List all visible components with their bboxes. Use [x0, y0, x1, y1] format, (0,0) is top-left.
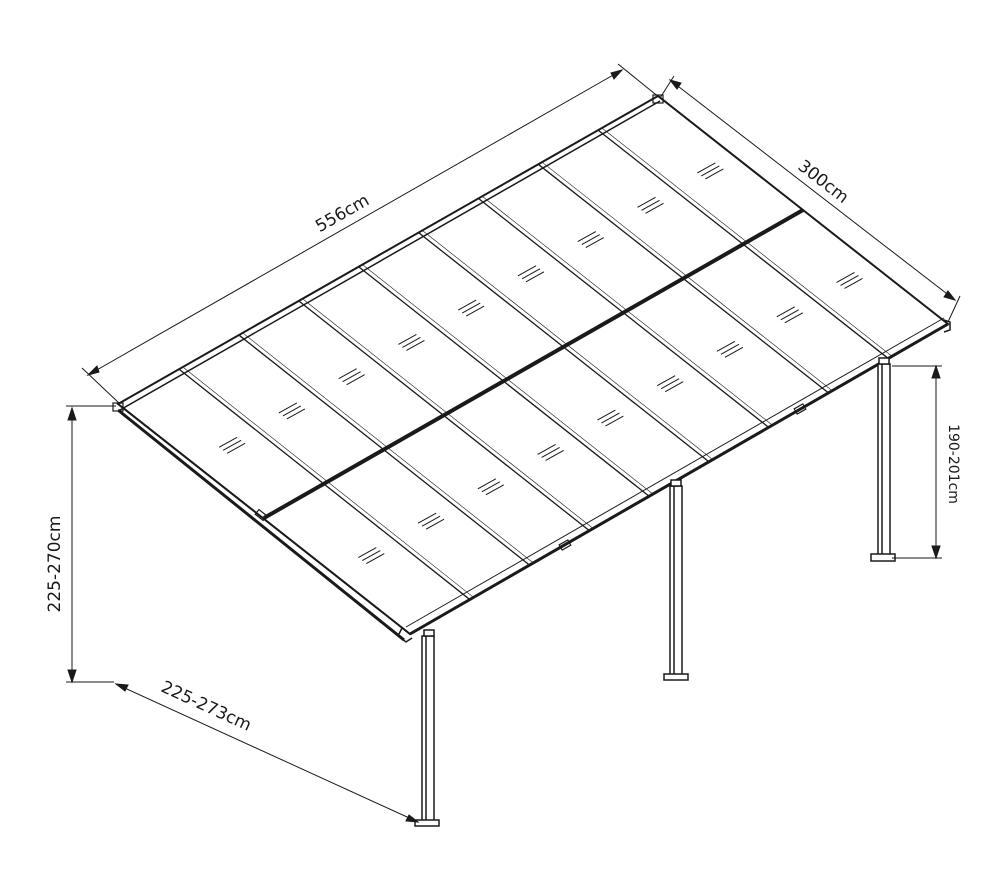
- front-height-label: 190-201cm: [945, 424, 961, 504]
- glass-glint: [724, 346, 744, 358]
- length-arrow-left: [86, 365, 100, 376]
- glass-glint: [577, 231, 596, 242]
- glass-glint: [844, 278, 863, 289]
- front-gutter: [409, 322, 949, 636]
- depth-dim-line: [669, 79, 956, 301]
- post-cap-left: [423, 629, 435, 637]
- glass-glint: [597, 409, 616, 421]
- glass-glint: [776, 306, 795, 318]
- glass-glint: [402, 336, 421, 348]
- glass-glint: [836, 272, 855, 283]
- post-middle: [663, 485, 689, 681]
- wall-height-arrow-top: [67, 406, 77, 421]
- glass-glint: [716, 340, 736, 352]
- glass-reflections: [218, 162, 863, 565]
- ridge-beam: [119, 100, 661, 411]
- post-right: [870, 363, 896, 562]
- glass-glint: [637, 196, 656, 208]
- glass-glint: [705, 168, 724, 180]
- gutter-joint-right: [793, 403, 807, 415]
- glass-glint: [660, 378, 680, 390]
- post-cap-middle: [670, 479, 682, 487]
- glass-glint: [465, 305, 485, 317]
- glass-glint: [278, 402, 298, 414]
- front-gutter-inner: [405, 317, 945, 628]
- glass-glint: [605, 415, 624, 427]
- wall-height-arrow-bottom: [67, 669, 77, 684]
- glass-glint: [477, 478, 497, 490]
- glass-glint: [421, 515, 441, 527]
- side-gutter-left-inner: [123, 407, 409, 633]
- glass-glint: [366, 553, 385, 565]
- glass-glint: [362, 550, 381, 562]
- glass-glint: [417, 512, 437, 524]
- depth-ext-top: [659, 75, 675, 99]
- glass-glint: [425, 518, 445, 530]
- corner-bracket-right: [943, 319, 951, 333]
- posts: [414, 357, 896, 827]
- glass-glint: [282, 405, 302, 417]
- glass-glint: [581, 234, 600, 245]
- glass-glint: [406, 339, 425, 351]
- panel-center-beam: [263, 208, 804, 520]
- side-gutter-joint: [254, 508, 268, 522]
- gutter-joint-mid: [558, 539, 572, 551]
- depth-ext-bottom: [947, 295, 961, 323]
- glass-glint: [784, 312, 803, 324]
- dimension-labels: 556cm 300cm 225-270cm 190-201cm 225-273c…: [45, 156, 961, 735]
- glass-glint: [342, 371, 361, 383]
- glass-glint: [525, 271, 545, 283]
- glass-glint: [701, 165, 720, 177]
- glass-glint: [585, 237, 604, 248]
- depth-arrow-top: [668, 79, 682, 90]
- glass-glint: [664, 381, 684, 393]
- glass-glint: [541, 446, 560, 458]
- side-gutter-left: [117, 408, 405, 642]
- slope-dim-line: [115, 683, 419, 823]
- glass-glint: [358, 547, 377, 559]
- glass-glint: [656, 375, 676, 387]
- wall-bracket-left: [112, 402, 124, 412]
- slope-span-label: 225-273cm: [158, 677, 254, 736]
- glass-glint: [601, 412, 620, 424]
- glass-glint: [338, 368, 357, 380]
- dimension-lines: [66, 63, 961, 823]
- depth-arrow-bottom: [943, 290, 957, 301]
- glass-glint: [521, 268, 541, 280]
- glass-glint: [780, 309, 799, 321]
- glass-glint: [645, 202, 664, 214]
- wall-bracket-right: [652, 94, 664, 104]
- glass-glint: [720, 343, 740, 355]
- length-arrow-right: [610, 69, 624, 80]
- post-left: [414, 635, 440, 827]
- glass-glint: [641, 199, 660, 211]
- glass-glint: [346, 374, 365, 386]
- length-ext-left: [81, 367, 121, 405]
- glass-glint: [697, 162, 716, 174]
- glass-glint: [481, 481, 501, 493]
- front-height-arrow-bottom: [931, 545, 941, 560]
- glass-glint: [457, 299, 477, 311]
- glass-glint: [545, 449, 564, 461]
- glass-glint: [840, 275, 859, 286]
- glass-glint: [226, 442, 246, 454]
- wall-height-label: 225-270cm: [45, 516, 65, 613]
- length-dim-line: [87, 69, 623, 376]
- glass-glint: [485, 484, 505, 496]
- length-ext-right: [617, 63, 661, 99]
- slope-arrow-left: [114, 683, 129, 692]
- glass-glint: [517, 265, 537, 277]
- glass-glint: [286, 408, 306, 420]
- post-cap-right: [878, 357, 890, 365]
- glass-glint: [461, 302, 481, 314]
- slope-arrow-right: [405, 814, 420, 823]
- corner-bracket-left: [397, 627, 413, 643]
- roof-frame: [112, 94, 951, 643]
- front-height-arrow-top: [931, 364, 941, 379]
- glass-glint: [398, 333, 417, 345]
- glass-glint: [222, 439, 242, 451]
- glass-glint: [537, 443, 556, 455]
- glass-glint: [218, 436, 238, 448]
